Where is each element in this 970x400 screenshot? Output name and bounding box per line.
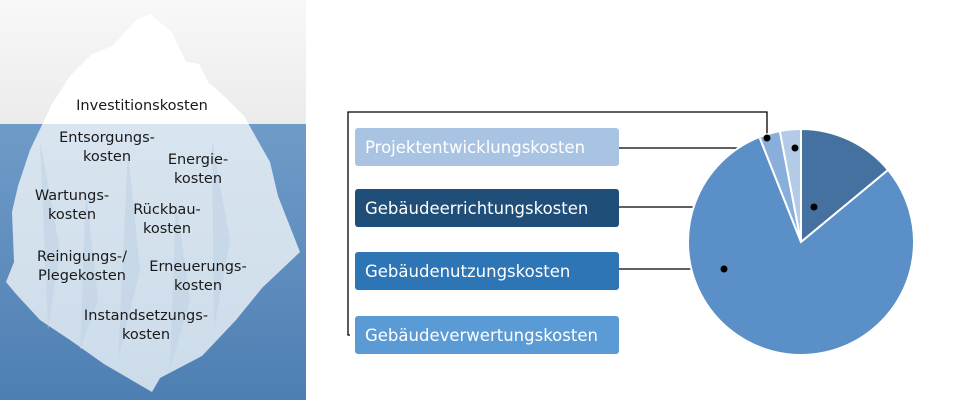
underwater-cost-label-line: kosten [122,327,170,343]
connector-dot-nutzung [720,265,728,273]
pie-slice [687,135,916,356]
underwater-cost-label-line: Plegekosten [38,268,126,284]
underwater-cost-label-line: Instandsetzungs- [84,308,208,324]
underwater-cost-label: Erneuerungs-kosten [149,259,246,294]
legend-box-nutzung [355,252,619,290]
legend-label-errichtung: Gebäudeerrichtungskosten [365,199,588,218]
underwater-cost-label: Entsorgungs-kosten [59,130,155,165]
investitionskosten-label: Investitionskosten [76,98,208,114]
underwater-cost-label-line: kosten [83,149,131,165]
underwater-cost-label: Instandsetzungs-kosten [84,308,208,343]
underwater-cost-label-line: Reinigungs-/ [37,249,127,265]
iceberg-tip [42,14,249,124]
legend-item-nutzung: Gebäudenutzungskosten [355,252,619,290]
legend-item-verwertung: Gebäudeverwertungskosten [355,316,619,354]
iceberg-facets [40,140,230,370]
legend-item-errichtung: Gebäudeerrichtungskosten [355,189,619,227]
legend-label-projektentwicklung: Projektentwicklungskosten [365,138,585,157]
connector-dot-verwertung [763,134,771,142]
connector-line-verwertung [347,111,768,336]
underwater-cost-label-line: Wartungs- [35,188,109,204]
underwater-cost-label-line: kosten [143,221,191,237]
underwater-cost-label: Rückbau-kosten [133,202,201,237]
iceberg-underwater [6,124,300,392]
underwater-cost-label-line: Erneuerungs- [149,259,246,275]
connector-dot-errichtung [810,203,818,211]
underwater-cost-label-line: Energie- [168,152,228,168]
legend-label-nutzung: Gebäudenutzungskosten [365,262,570,281]
pie-chart [687,127,916,356]
pie-slice [800,127,890,245]
legend-box-verwertung [355,316,619,354]
underwater-cost-label-line: kosten [174,278,222,294]
legend: Projektentwicklungskosten Gebäudeerricht… [355,128,619,354]
underwater-cost-label-line: Rückbau- [133,202,201,218]
underwater-cost-label-line: Entsorgungs- [59,130,155,146]
legend-box-projektentwicklung [355,128,619,166]
pie-slice [778,127,802,243]
legend-label-verwertung: Gebäudeverwertungskosten [365,326,598,345]
legend-item-projektentwicklung: Projektentwicklungskosten [355,128,619,166]
connector-dots [720,134,818,273]
underwater-cost-label: Energie-kosten [168,152,228,187]
underwater-cost-label: Wartungs-kosten [35,188,109,223]
legend-box-errichtung [355,189,619,227]
connector-dot-projekt [791,144,799,152]
underwater-cost-label: Reinigungs-/ Plegekosten [37,249,127,284]
underwater-cost-label-line: kosten [48,207,96,223]
underwater-cost-label-line: kosten [174,171,222,187]
